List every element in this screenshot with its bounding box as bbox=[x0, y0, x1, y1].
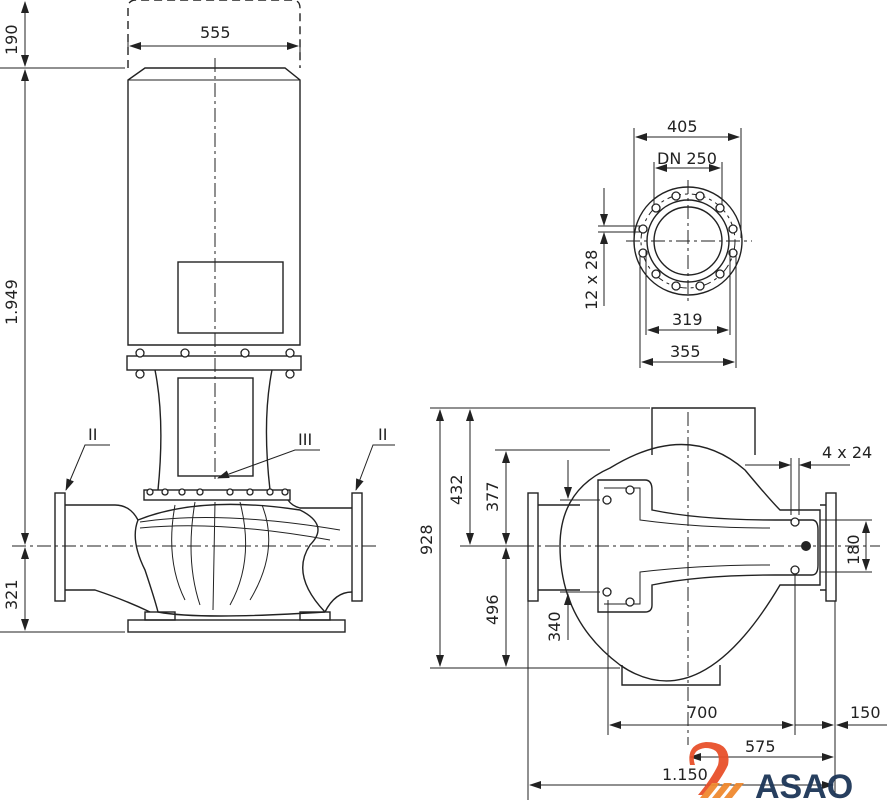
dim-upper: 432 bbox=[447, 474, 466, 505]
logo-text: ASAO bbox=[755, 768, 853, 800]
outlet-flange bbox=[351, 492, 363, 602]
dim-inner: 319 bbox=[672, 310, 703, 329]
motor-body bbox=[127, 67, 301, 346]
motor-removal-outline bbox=[127, 0, 301, 68]
inlet-flange bbox=[54, 492, 66, 602]
dim-top: 190 bbox=[2, 24, 21, 55]
dim-foot-holes: 4 x 24 bbox=[822, 443, 872, 462]
dim-lower: 496 bbox=[483, 594, 502, 625]
volute-casing bbox=[134, 503, 326, 617]
dim-foot-width: 180 bbox=[844, 534, 863, 565]
foot-bolts-icon bbox=[602, 485, 811, 607]
dim-holes: 12 x 28 bbox=[582, 250, 601, 310]
foot-bracket bbox=[597, 479, 819, 613]
logo-mark-icon bbox=[689, 742, 729, 795]
label-ii-left: II bbox=[88, 425, 97, 444]
asao-logo: ASAO bbox=[689, 742, 853, 800]
label-iii: III bbox=[298, 430, 312, 449]
casing-plan bbox=[559, 443, 821, 682]
motor-flange bbox=[126, 355, 302, 371]
side-view: 555 190 1.949 321 II II III bbox=[0, 0, 395, 633]
flange-view: 405 DN 250 12 x 28 319 355 bbox=[582, 117, 752, 368]
plan-outlet-flange bbox=[825, 492, 837, 602]
base-plate bbox=[127, 619, 346, 633]
dim-bottom: 321 bbox=[2, 579, 21, 610]
bolt-holes-icon bbox=[638, 191, 738, 291]
dim-lower-inner: 340 bbox=[545, 611, 564, 642]
dim-width: 555 bbox=[200, 23, 231, 42]
cover-bolts-icon bbox=[146, 488, 289, 496]
dim-total-height: 928 bbox=[417, 524, 436, 555]
flange-bolts-icon bbox=[135, 348, 295, 379]
label-ii-right: II bbox=[378, 425, 387, 444]
dim-upper-inner: 377 bbox=[483, 481, 502, 512]
dim-nominal: DN 250 bbox=[657, 149, 717, 168]
lantern bbox=[154, 369, 273, 491]
dim-height: 1.949 bbox=[2, 279, 21, 325]
plan-inlet-flange bbox=[527, 492, 539, 602]
motor-outline-top bbox=[651, 407, 756, 455]
plan-view: 928 432 377 496 340 4 x 24 180 700 150 5… bbox=[417, 407, 887, 800]
dim-bolt-circle: 355 bbox=[670, 342, 701, 361]
dim-total-width: 1.150 bbox=[662, 765, 708, 784]
dim-700: 700 bbox=[687, 703, 718, 722]
dim-575: 575 bbox=[745, 737, 776, 756]
dim-outer: 405 bbox=[667, 117, 698, 136]
motor-terminal-box bbox=[177, 261, 284, 334]
dim-150: 150 bbox=[850, 703, 881, 722]
